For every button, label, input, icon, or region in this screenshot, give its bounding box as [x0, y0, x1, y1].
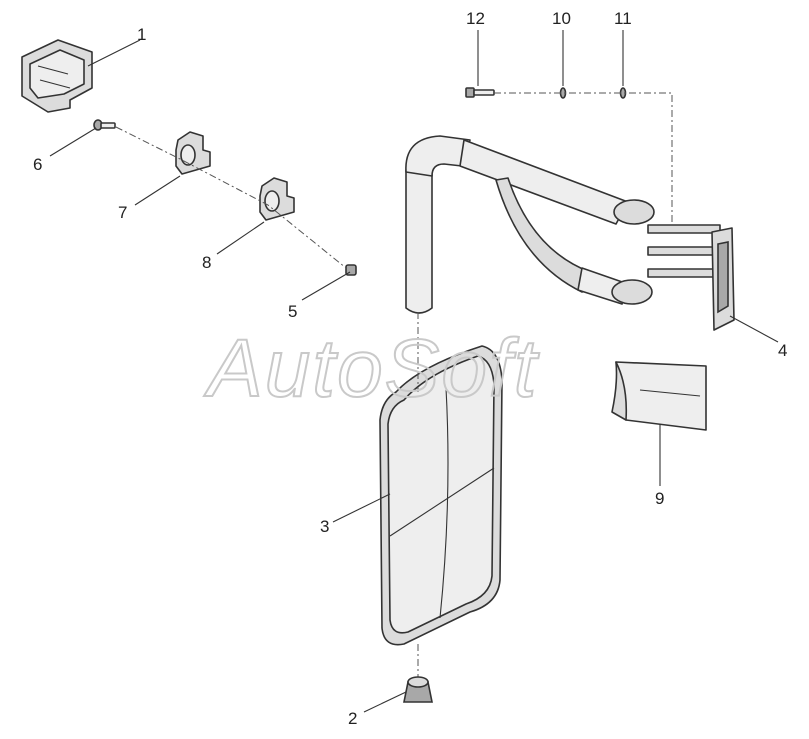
callout-7: 7: [118, 203, 127, 222]
callout-2: 2: [348, 709, 357, 728]
callout-10: 10: [552, 9, 571, 28]
callout-3: 3: [320, 517, 329, 536]
callout-1: 1: [137, 25, 146, 44]
part-3-mirror-head: [379, 312, 503, 678]
part-1-cover: [21, 39, 93, 113]
part-2-cap: [403, 676, 433, 703]
callout-5: 5: [288, 302, 297, 321]
part-8-clamp: [259, 177, 295, 221]
part-7-clamp: [175, 131, 211, 175]
leader-lines: [49, 30, 779, 713]
part-6-bolt: [93, 119, 116, 131]
callout-labels: 1 2 3 4 5 6 7 8 9 10 11 12: [33, 9, 787, 728]
callout-6: 6: [33, 155, 42, 174]
assembly-line-clamps: [115, 126, 347, 269]
part-12-bolt: [465, 87, 495, 98]
callout-9: 9: [655, 489, 664, 508]
part-4-mirror-arm: [405, 135, 735, 331]
callout-4: 4: [778, 341, 787, 360]
callout-12: 12: [466, 9, 485, 28]
callout-8: 8: [202, 253, 211, 272]
part-9-sleeve: [611, 361, 707, 431]
callout-11: 11: [614, 9, 632, 28]
watermark: AutoSoft: [203, 323, 540, 414]
